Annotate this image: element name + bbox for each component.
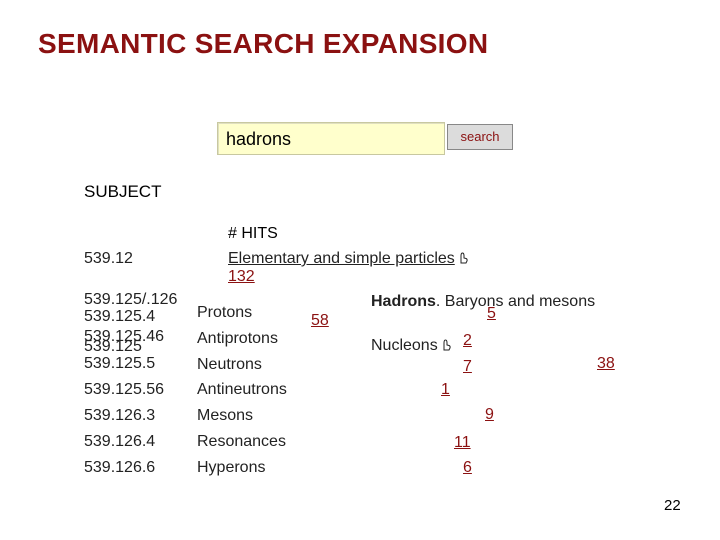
hand-pointer-icon bbox=[443, 339, 451, 351]
term-hadrons: Hadrons. Baryons and mesons bbox=[371, 293, 595, 311]
code-item: 539.125/.126 bbox=[84, 291, 178, 308]
term-antiprotons: Antiprotons bbox=[197, 330, 278, 347]
code-item: 539.125.56 bbox=[84, 381, 165, 398]
hits-header: # HITS bbox=[228, 225, 278, 242]
search-button[interactable]: search bbox=[447, 124, 513, 150]
term-nucleons[interactable]: Nucleons bbox=[371, 337, 451, 355]
hits-resonances[interactable]: 11 bbox=[454, 434, 471, 451]
hits-elementary[interactable]: 132 bbox=[228, 268, 255, 285]
code-item: 539.126.3 bbox=[84, 407, 156, 424]
hits-hadrons[interactable]: 5 bbox=[487, 305, 496, 322]
term-hadrons-bold: Hadrons bbox=[371, 293, 436, 310]
page-number: 22 bbox=[664, 497, 681, 514]
term-resonances: Resonances bbox=[197, 433, 286, 450]
term-neutrons: Neutrons bbox=[197, 356, 262, 373]
code-item: 539.126.6 bbox=[84, 459, 156, 476]
term-hadrons-rest: . Baryons and mesons bbox=[435, 293, 596, 310]
hits-nucleons[interactable]: 2 bbox=[463, 332, 472, 349]
page-title: SEMANTIC SEARCH EXPANSION bbox=[38, 28, 489, 59]
code-item: 539.125.46 bbox=[84, 328, 165, 345]
hits-hyperons[interactable]: 6 bbox=[463, 459, 472, 476]
hits-antineutrons[interactable]: 1 bbox=[441, 381, 450, 398]
term-antineutrons: Antineutrons bbox=[197, 381, 287, 398]
hand-pointer-icon bbox=[460, 252, 468, 264]
code-item: 539.125.5 bbox=[84, 355, 156, 372]
hits-mesons[interactable]: 9 bbox=[485, 406, 494, 423]
code-item: 539.125.4 bbox=[84, 308, 156, 325]
code-item: 539.125 bbox=[84, 338, 142, 355]
subject-header: SUBJECT bbox=[84, 182, 162, 201]
code-item: 539.12 bbox=[84, 250, 133, 267]
code-item: 539.126.4 bbox=[84, 433, 156, 450]
term-mesons: Mesons bbox=[197, 407, 254, 424]
search-input[interactable]: hadrons bbox=[217, 122, 445, 155]
term-nucleons-label: Nucleons bbox=[371, 337, 438, 354]
hits-neutrons[interactable]: 7 bbox=[463, 358, 472, 375]
term-elementary-label: Elementary and simple particles bbox=[228, 250, 455, 267]
term-hyperons: Hyperons bbox=[197, 459, 266, 476]
hits-nucleons-total[interactable]: 38 bbox=[597, 355, 615, 372]
term-elementary[interactable]: Elementary and simple particles bbox=[228, 250, 468, 268]
search-input-value: hadrons bbox=[226, 129, 292, 149]
hits-protons[interactable]: 58 bbox=[311, 312, 329, 329]
term-protons: Protons bbox=[197, 304, 253, 321]
